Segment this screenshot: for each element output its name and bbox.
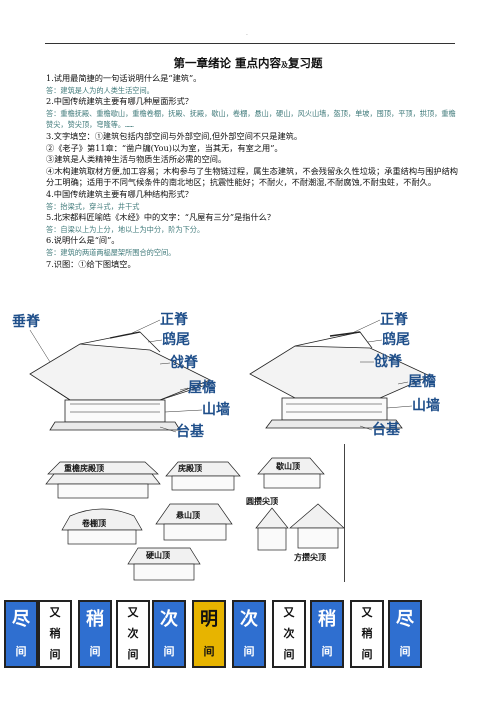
question-2: 2.中国传统建筑主要有哪几种屋面形式？ xyxy=(46,96,193,107)
right-label-shanqiang: 山墙 xyxy=(412,397,440,414)
roof-types-figure: 重檐庑殿顶 庑殿顶 歇山顶 卷棚顶 悬山顶 圆攒尖顶 硬山顶 方攒尖顶 xyxy=(45,457,345,581)
figure-divider xyxy=(344,444,345,582)
tile-jinjian-left: 尽间 xyxy=(4,600,38,668)
title-rest: 复习题 xyxy=(288,56,323,70)
question-3-part2: ②《老子》第11章：“凿户牖(You)以为室，当其无，有室之用”。 xyxy=(46,142,283,153)
right-label-qiangji: 戗脊 xyxy=(374,353,403,370)
title-main: 第一章绪论 重点内容 xyxy=(173,56,281,70)
tile-youshaojian-left: 又稍间 xyxy=(38,600,72,668)
left-label-chiwei: 鸱尾 xyxy=(162,331,190,348)
title-small: 及 xyxy=(281,61,288,69)
right-label-taiji: 台基 xyxy=(372,421,401,438)
right-label-zhengji: 正脊 xyxy=(380,312,409,328)
question-3: 3.文字填空：①建筑包括内部空间与外部空间,但外部空间不只是建筑。 xyxy=(46,130,303,141)
roof-parts-figure: 垂脊 正脊 鸱尾 戗脊 屋檐 山墙 台基 正脊 鸱尾 戗脊 屋檐 山墙 台基 xyxy=(12,312,440,440)
question-5: 5.北宋都料匠喻皓《木经》中的文字：“凡屋有三分”是指什么？ xyxy=(46,212,276,223)
header-rule xyxy=(45,43,455,44)
left-label-shanqiang: 山墙 xyxy=(202,401,230,418)
left-leader-lines xyxy=(29,319,203,433)
answer-1: 答：建筑是人为的人类生活空间。 xyxy=(46,85,154,95)
label-xieshan: 歇山顶 xyxy=(275,461,300,471)
question-7: 7.识图：①给下图填空。 xyxy=(46,258,136,269)
label-juanpeng: 卷棚顶 xyxy=(81,518,106,528)
label-yingshan: 硬山顶 xyxy=(146,550,170,560)
questions-block: 1.试用最简捷的一句话说明什么是“建筑”。 答：建筑是人为的人类生活空间。 2.… xyxy=(46,73,460,270)
roof-type-drawings xyxy=(45,457,345,581)
left-label-taiji: 台基 xyxy=(176,423,205,440)
tile-youcijian-left: 又次间 xyxy=(116,600,150,668)
tile-youcijian-right: 又次间 xyxy=(272,600,306,668)
label-chongyan-wudian: 重檐庑殿顶 xyxy=(64,463,104,473)
label-fang-cuanjian: 方攒尖顶 xyxy=(294,552,326,562)
tile-youshaojian-right: 又稍间 xyxy=(350,600,384,668)
page-title: 第一章绪论 重点内容及复习题 xyxy=(0,55,496,71)
tile-jinjian-right: 尽间 xyxy=(388,600,422,668)
answer-5: 答：自梁以上为上分，地以上为中分，阶为下分。 xyxy=(46,224,205,234)
tile-mingjian: 明间 xyxy=(192,600,226,668)
header-dot: . xyxy=(246,30,248,37)
right-label-wuyan: 屋檐 xyxy=(408,373,436,390)
label-xuanshan: 悬山顶 xyxy=(175,510,200,520)
answer-4: 答：抬梁式，穿斗式，井干式 xyxy=(46,201,140,211)
tile-cijian-left: 次间 xyxy=(152,600,186,668)
answer-6: 答：建筑的两道两榀屋架所围合的空间。 xyxy=(46,247,176,257)
right-leader-lines xyxy=(349,319,413,431)
left-label-wuyan: 屋檐 xyxy=(188,379,216,396)
tile-shaojian-left: 稍间 xyxy=(78,600,112,668)
question-1: 1.试用最简捷的一句话说明什么是“建筑”。 xyxy=(46,73,202,83)
tile-shaojian-right: 稍间 xyxy=(310,600,344,668)
roof-type-labels: 重檐庑殿顶 庑殿顶 歇山顶 卷棚顶 悬山顶 圆攒尖顶 硬山顶 方攒尖顶 xyxy=(64,461,326,562)
right-building-drawing xyxy=(249,331,431,429)
right-label-chiwei: 鸱尾 xyxy=(382,331,410,348)
left-label-qiangji: 戗脊 xyxy=(170,354,199,371)
left-label-chuiji: 垂脊 xyxy=(12,313,41,330)
bay-strip: 尽间 又稍间 稍间 又次间 次间 明间 次间 又次间 稍间 又稍间 尽间 xyxy=(0,600,496,672)
answer-2: 答：重檐抚殿、重檐歇山，重檐卷棚，抚殿、抚殿，歇山，卷棚，悬山，硬山，风火山墙，… xyxy=(46,108,456,130)
question-6: 6.说明什么是“间”。 xyxy=(46,235,120,246)
question-3-part3: ③建筑是人类精神生活与物质生活所必需的空间。 xyxy=(46,154,227,165)
label-wudian: 庑殿顶 xyxy=(178,463,202,473)
left-building-drawing xyxy=(29,331,216,431)
label-yuan-cuanjian: 圆攒尖顶 xyxy=(246,496,278,506)
left-label-zhengji: 正脊 xyxy=(160,312,189,328)
tile-cijian-right: 次间 xyxy=(232,600,266,668)
question-4: 4.中国传统建筑主要有哪几种结构形式？ xyxy=(46,188,193,199)
question-3-part4: ④木构建筑取材方便,加工容易；木构参与了生物链过程，属生态建筑，不会残留永久性垃… xyxy=(46,165,458,188)
